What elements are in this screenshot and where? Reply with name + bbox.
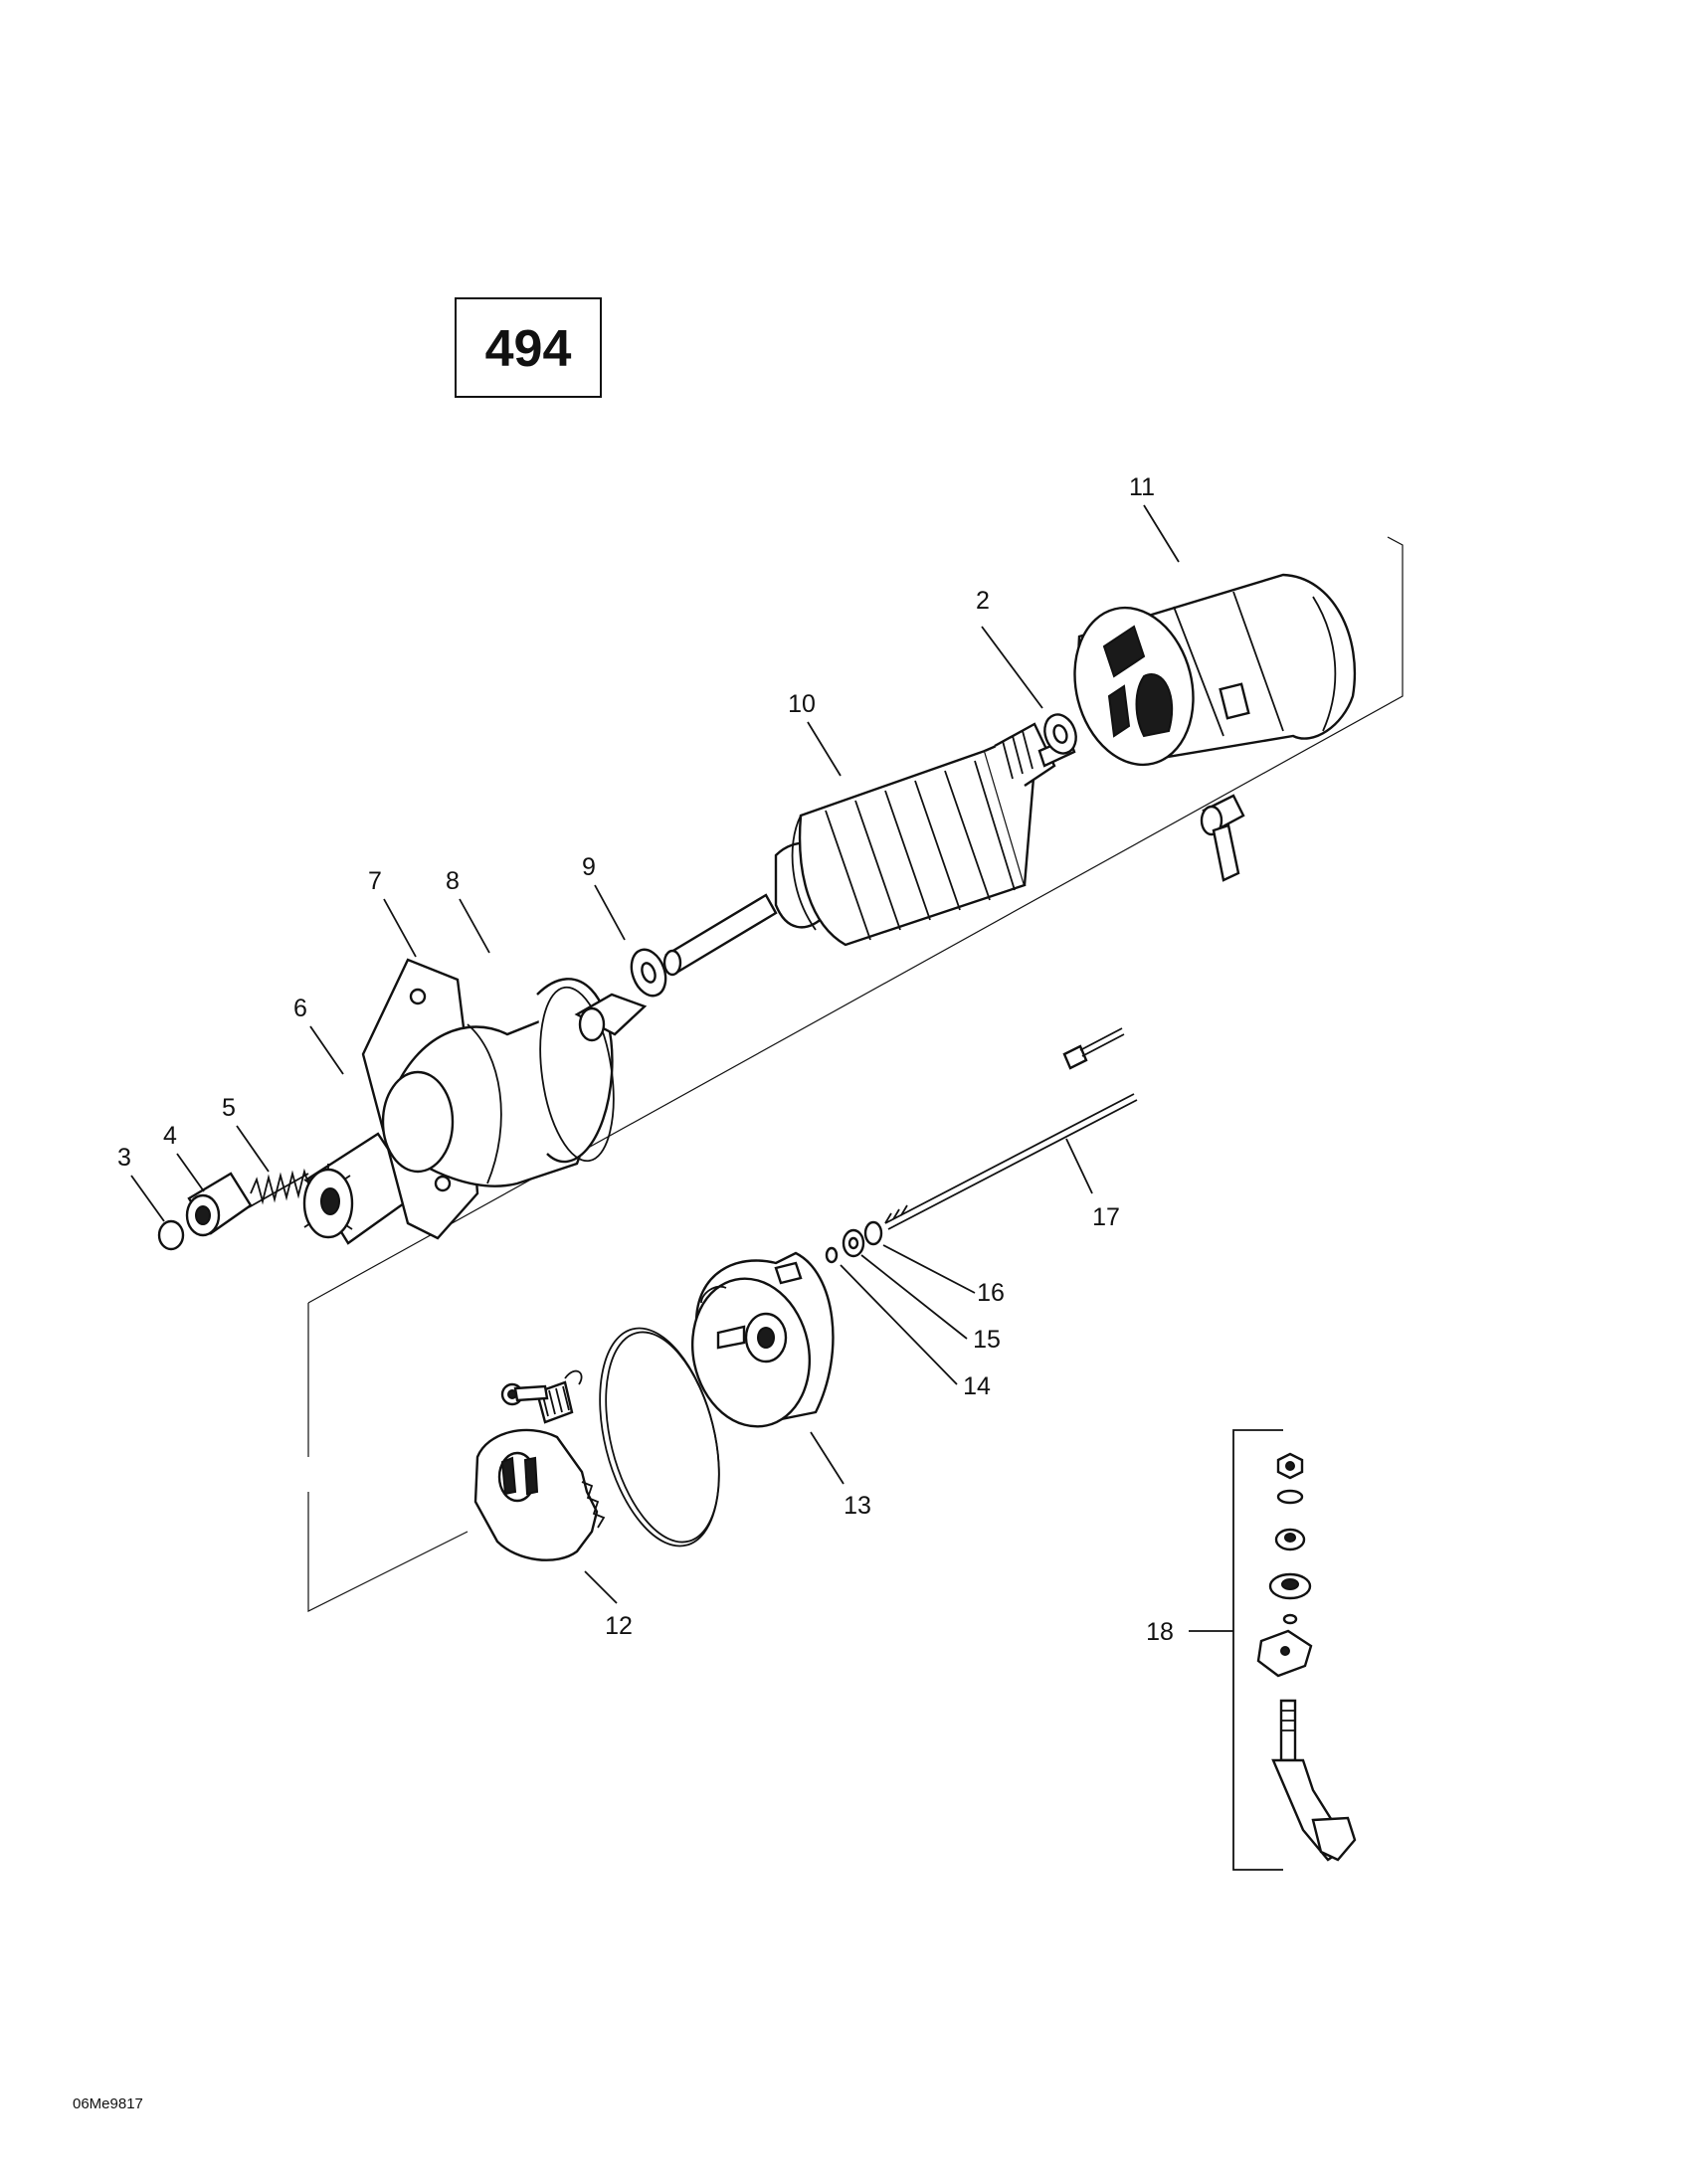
reference-box: 494	[455, 297, 602, 398]
part-5-spring	[248, 1168, 311, 1208]
part-14-ring	[825, 1246, 839, 1264]
callout-2: 2	[976, 587, 990, 615]
callout-13: 13	[844, 1492, 871, 1520]
callout-3: 3	[117, 1144, 131, 1172]
kit-washer	[1276, 1489, 1304, 1505]
shaft-sleeve	[574, 993, 648, 1042]
leader-lines	[130, 504, 1180, 1604]
part-2-washer	[1043, 713, 1077, 755]
callout-5: 5	[222, 1094, 236, 1122]
terminal-stud	[1200, 794, 1245, 882]
callout-18: 18	[1146, 1618, 1174, 1646]
callout-9: 9	[582, 853, 596, 881]
part-7-drive-housing	[361, 958, 589, 1240]
reference-number: 494	[485, 320, 572, 378]
callout-8: 8	[446, 867, 460, 895]
drawing-code: 06Me9817	[73, 2095, 143, 2112]
callout-17: 17	[1092, 1203, 1120, 1231]
parts-14-16-washers	[825, 1220, 883, 1264]
callout-labels: 2 3 4 5 6 7 8 9 10 11 12 13 14 15 16 17 …	[117, 473, 1174, 1646]
part-16-lockwasher	[863, 1220, 883, 1246]
end-cover-o-ring	[599, 1327, 720, 1547]
callout-6: 6	[293, 995, 307, 1022]
callout-16: 16	[977, 1279, 1005, 1307]
part-4-bushing	[185, 1172, 253, 1237]
callout-14: 14	[963, 1372, 991, 1400]
callout-12: 12	[605, 1612, 633, 1640]
part-12-brush-holder	[473, 1369, 606, 1561]
callout-7: 7	[368, 867, 382, 895]
callout-10: 10	[788, 690, 816, 718]
callout-15: 15	[973, 1326, 1001, 1354]
part-9-washer	[630, 948, 667, 998]
callout-4: 4	[163, 1122, 177, 1150]
part-17-through-bolt	[884, 1027, 1138, 1230]
part-18-hardware-kit	[1189, 1429, 1357, 1871]
kit-small-washer	[1282, 1613, 1298, 1625]
part-3-cap	[157, 1219, 185, 1251]
callout-11: 11	[1129, 473, 1155, 501]
part-10-armature	[662, 722, 1076, 977]
upper-assembly-frame	[307, 536, 1404, 1612]
part-13-end-cover	[690, 1251, 835, 1428]
part-11-field-frame	[1073, 573, 1357, 767]
